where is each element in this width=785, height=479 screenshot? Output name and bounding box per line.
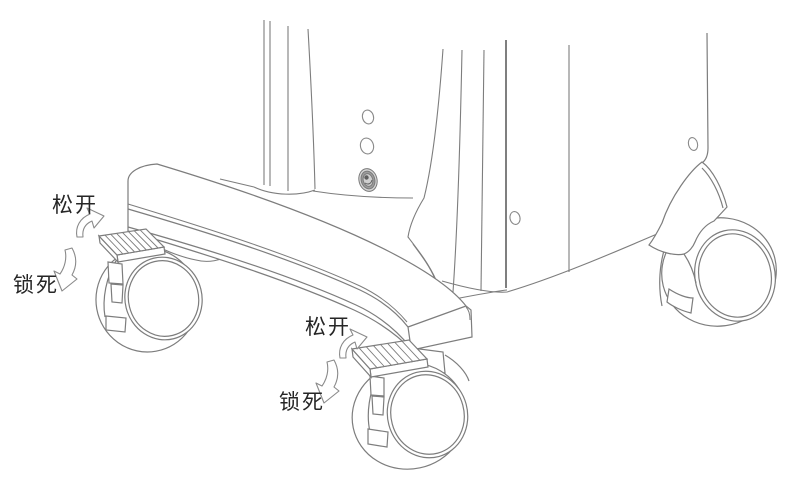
- lock-connector-icon: [356, 167, 379, 194]
- lock-arrow-front-left-icon: [54, 248, 77, 291]
- label-lock-front-left: 锁死: [13, 274, 59, 297]
- front-center-pedal-stem: [370, 376, 384, 396]
- front-left-wheel-face: [116, 249, 211, 348]
- release-arrow-front-center-icon: [340, 329, 367, 358]
- lock-arrow-front-center-icon: [316, 360, 339, 403]
- front-left-pedal-stem: [108, 262, 123, 284]
- release-arrow-front-left-icon: [77, 208, 104, 237]
- front-center-caster: [342, 340, 477, 479]
- label-release-front-center: 松开: [305, 316, 351, 339]
- body-right-edge: [702, 33, 708, 163]
- cart-front-column: [220, 20, 315, 194]
- rear-wheel-face: [685, 221, 785, 330]
- base-arm: [128, 164, 472, 350]
- rear-wheel-fork-tab: [667, 289, 693, 313]
- front-center-wheel-rim: [382, 366, 473, 462]
- front-center-wheel-face: [378, 362, 478, 467]
- column-holes: [359, 109, 376, 156]
- column-hole-middle: [359, 137, 376, 156]
- front-left-caster: [88, 229, 211, 360]
- label-lock-front-center: 锁死: [279, 391, 325, 414]
- body-hole: [509, 211, 521, 226]
- front-center-brake-latch: [368, 429, 388, 447]
- body-bottom-edge: [442, 228, 671, 292]
- column-hole-top: [361, 109, 375, 125]
- front-left-brake-latch: [106, 316, 126, 332]
- front-left-brake-pedal: [99, 229, 165, 262]
- cart-rear-column: [313, 49, 484, 292]
- front-left-wheel-rim: [120, 253, 206, 344]
- rear-right-caster: [649, 162, 785, 338]
- body-hole-right: [687, 137, 699, 152]
- front-center-brake-pedal: [352, 340, 428, 377]
- rear-wheel-rim: [690, 226, 780, 325]
- label-release-front-left: 松开: [52, 194, 98, 217]
